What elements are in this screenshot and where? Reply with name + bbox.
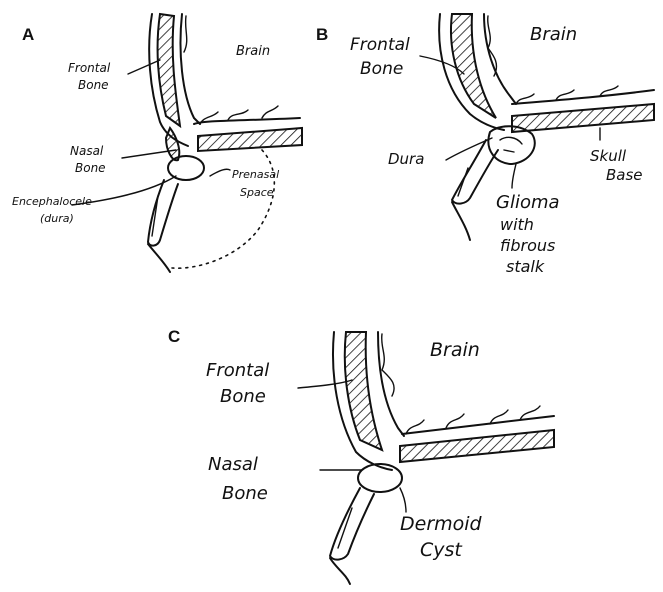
panel-c-letter: C — [168, 327, 180, 346]
label-b-frontal-bone: Bone — [360, 59, 403, 79]
label-a-frontal: Frontal — [68, 61, 111, 75]
label-b-glioma-stalk: stalk — [506, 257, 545, 276]
panel-b-skull-base — [512, 104, 654, 132]
label-c-dermoid: Dermoid — [400, 513, 483, 535]
label-a-nasal-bone: Bone — [75, 161, 106, 175]
label-a-prenasal: Prenasal — [232, 168, 279, 181]
label-b-glioma: Glioma — [496, 192, 560, 213]
label-c-frontal-bone: Bone — [220, 386, 266, 407]
panel-b: B Frontal Bone Brain Dura Skull Base Gli… — [316, 14, 654, 276]
panel-c-skull-base — [400, 430, 554, 462]
label-c-dermoid-cyst: Cyst — [420, 539, 463, 561]
panel-a: A Frontal Bone Brain Nasal Bone Prenasal… — [12, 14, 302, 272]
label-c-nasal-bone: Bone — [222, 483, 268, 504]
label-b-dura: Dura — [388, 150, 424, 168]
panel-a-nasal-bone — [166, 128, 179, 160]
label-b-skull: Skull — [590, 147, 627, 165]
panel-c-dermoid-cyst — [358, 464, 402, 492]
label-a-nasal: Nasal — [70, 144, 104, 158]
label-b-glioma-fibrous: fibrous — [500, 236, 555, 255]
label-b-glioma-with: with — [500, 215, 534, 234]
label-b-brain: Brain — [530, 24, 577, 45]
panel-a-encephalocele — [168, 156, 204, 180]
label-a-prenasal-space: Space — [240, 186, 274, 199]
panel-a-frontal-bone — [158, 14, 180, 126]
label-b-frontal: Frontal — [350, 35, 410, 55]
panel-c: C Frontal Bone Brain Nasal Bone Dermoid … — [168, 327, 554, 584]
panel-b-letter: B — [316, 25, 328, 44]
label-a-encephalocele-dura: (dura) — [40, 212, 74, 225]
label-a-frontal-bone: Bone — [78, 78, 109, 92]
label-c-frontal: Frontal — [206, 360, 269, 381]
panel-c-frontal-bone — [345, 332, 382, 450]
panel-a-letter: A — [22, 25, 34, 44]
label-b-skull-base: Base — [606, 166, 643, 184]
label-a-brain: Brain — [236, 44, 270, 59]
label-c-nasal: Nasal — [208, 454, 258, 475]
panel-a-skull-base — [198, 128, 302, 151]
label-c-brain: Brain — [430, 339, 480, 361]
label-a-encephalocele: Encephalocele — [12, 195, 92, 208]
